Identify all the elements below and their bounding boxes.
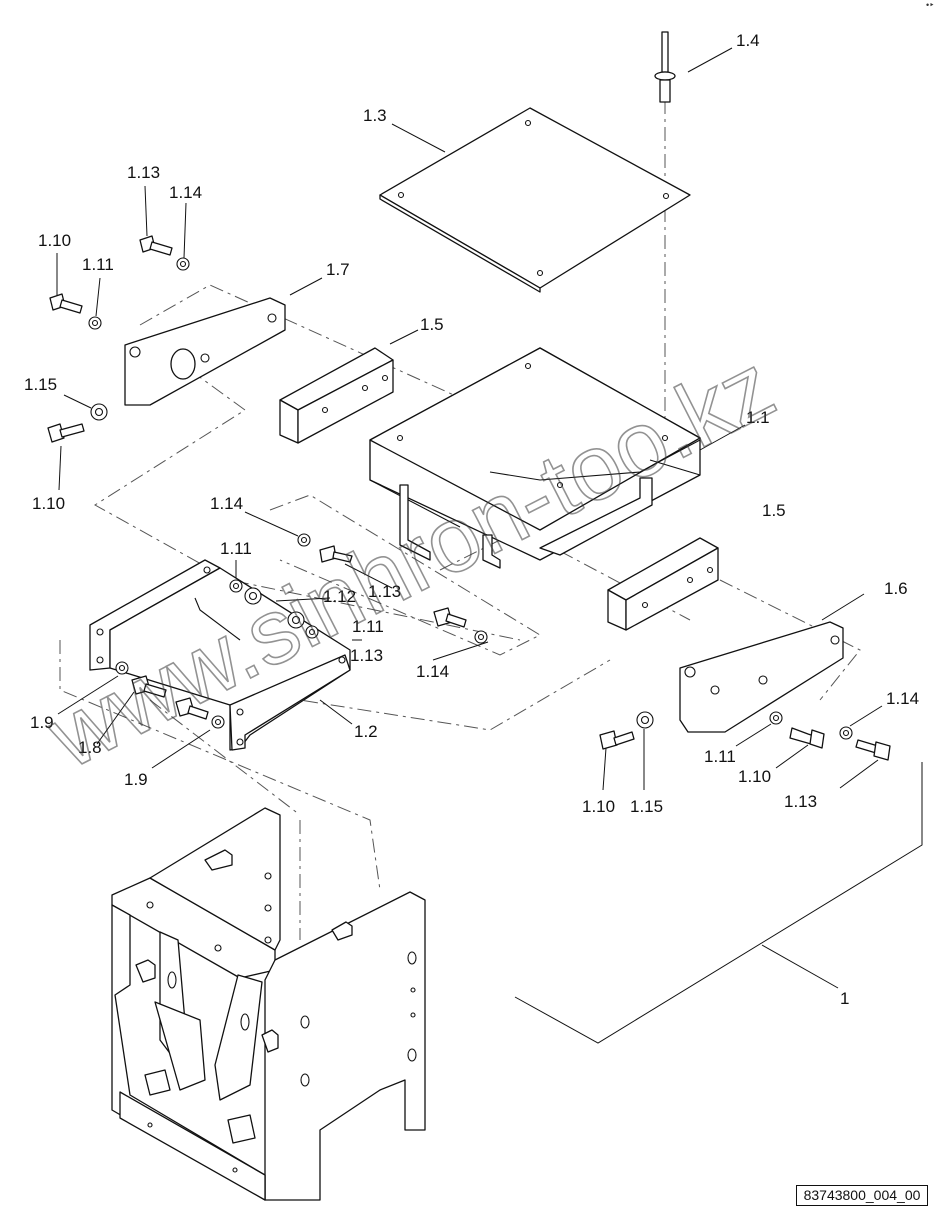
mounting-frame [89,559,351,751]
callout-1-15-right: 1.15 [630,797,663,816]
callout-1-10-right-a: 1.10 [582,797,615,816]
corner-mark: •‣ [926,0,935,10]
callout-1-13-right: 1.13 [784,792,817,811]
callout-1-1: 1.1 [746,408,770,427]
callout-1-15-left: 1.15 [24,375,57,394]
callout-1-10-left: 1.10 [32,494,65,513]
callout-1-11-mid: 1.11 [220,539,252,558]
callout-1-9-left: 1.9 [30,713,54,732]
callout-1-5-right: 1.5 [762,501,786,520]
callout-1-9-bottom: 1.9 [124,770,148,789]
callout-1-3: 1.3 [363,106,387,125]
callout-1-2: 1.2 [354,722,378,741]
fasteners [47,235,891,761]
callout-1-7: 1.7 [326,260,350,279]
callout-1-14-right: 1.14 [886,689,919,708]
callout-labels: 1.4 1.3 1.1 1.5 1.7 1.13 1.14 1.10 1.11 … [24,31,919,1008]
hitch-frame [111,807,426,1201]
callout-1-4: 1.4 [736,31,760,50]
callout-1-12: 1.12 [323,587,356,606]
spacer-block-lower [607,537,719,631]
callout-1: 1 [840,989,849,1008]
callout-1-8: 1.8 [78,738,102,757]
callout-1-13-mid2: 1.13 [350,646,383,665]
callout-1-6: 1.6 [884,579,908,598]
cover-plate [379,107,691,293]
callout-1-14-top: 1.14 [169,183,202,202]
callout-1-14-mid2: 1.14 [416,662,449,681]
callout-1-10-right-b: 1.10 [738,767,771,786]
side-plate-upper [124,297,286,406]
callout-1-5-top: 1.5 [420,315,444,334]
callout-1-13-top: 1.13 [127,163,160,182]
main-bracket [369,347,701,569]
leader-lines [56,47,923,1044]
side-plate-right [679,621,844,733]
callout-1-11-top: 1.11 [82,255,114,274]
callout-1-13-mid: 1.13 [368,582,401,601]
callout-1-11-right: 1.11 [704,747,736,766]
callout-1-10-top: 1.10 [38,231,71,250]
pin [654,31,676,103]
callout-1-14-mid: 1.14 [210,494,243,513]
callout-1-11-mid2: 1.11 [352,617,384,636]
drawing-number-label: 83743800_004_00 [796,1185,928,1206]
spacer-block-upper [279,347,394,444]
